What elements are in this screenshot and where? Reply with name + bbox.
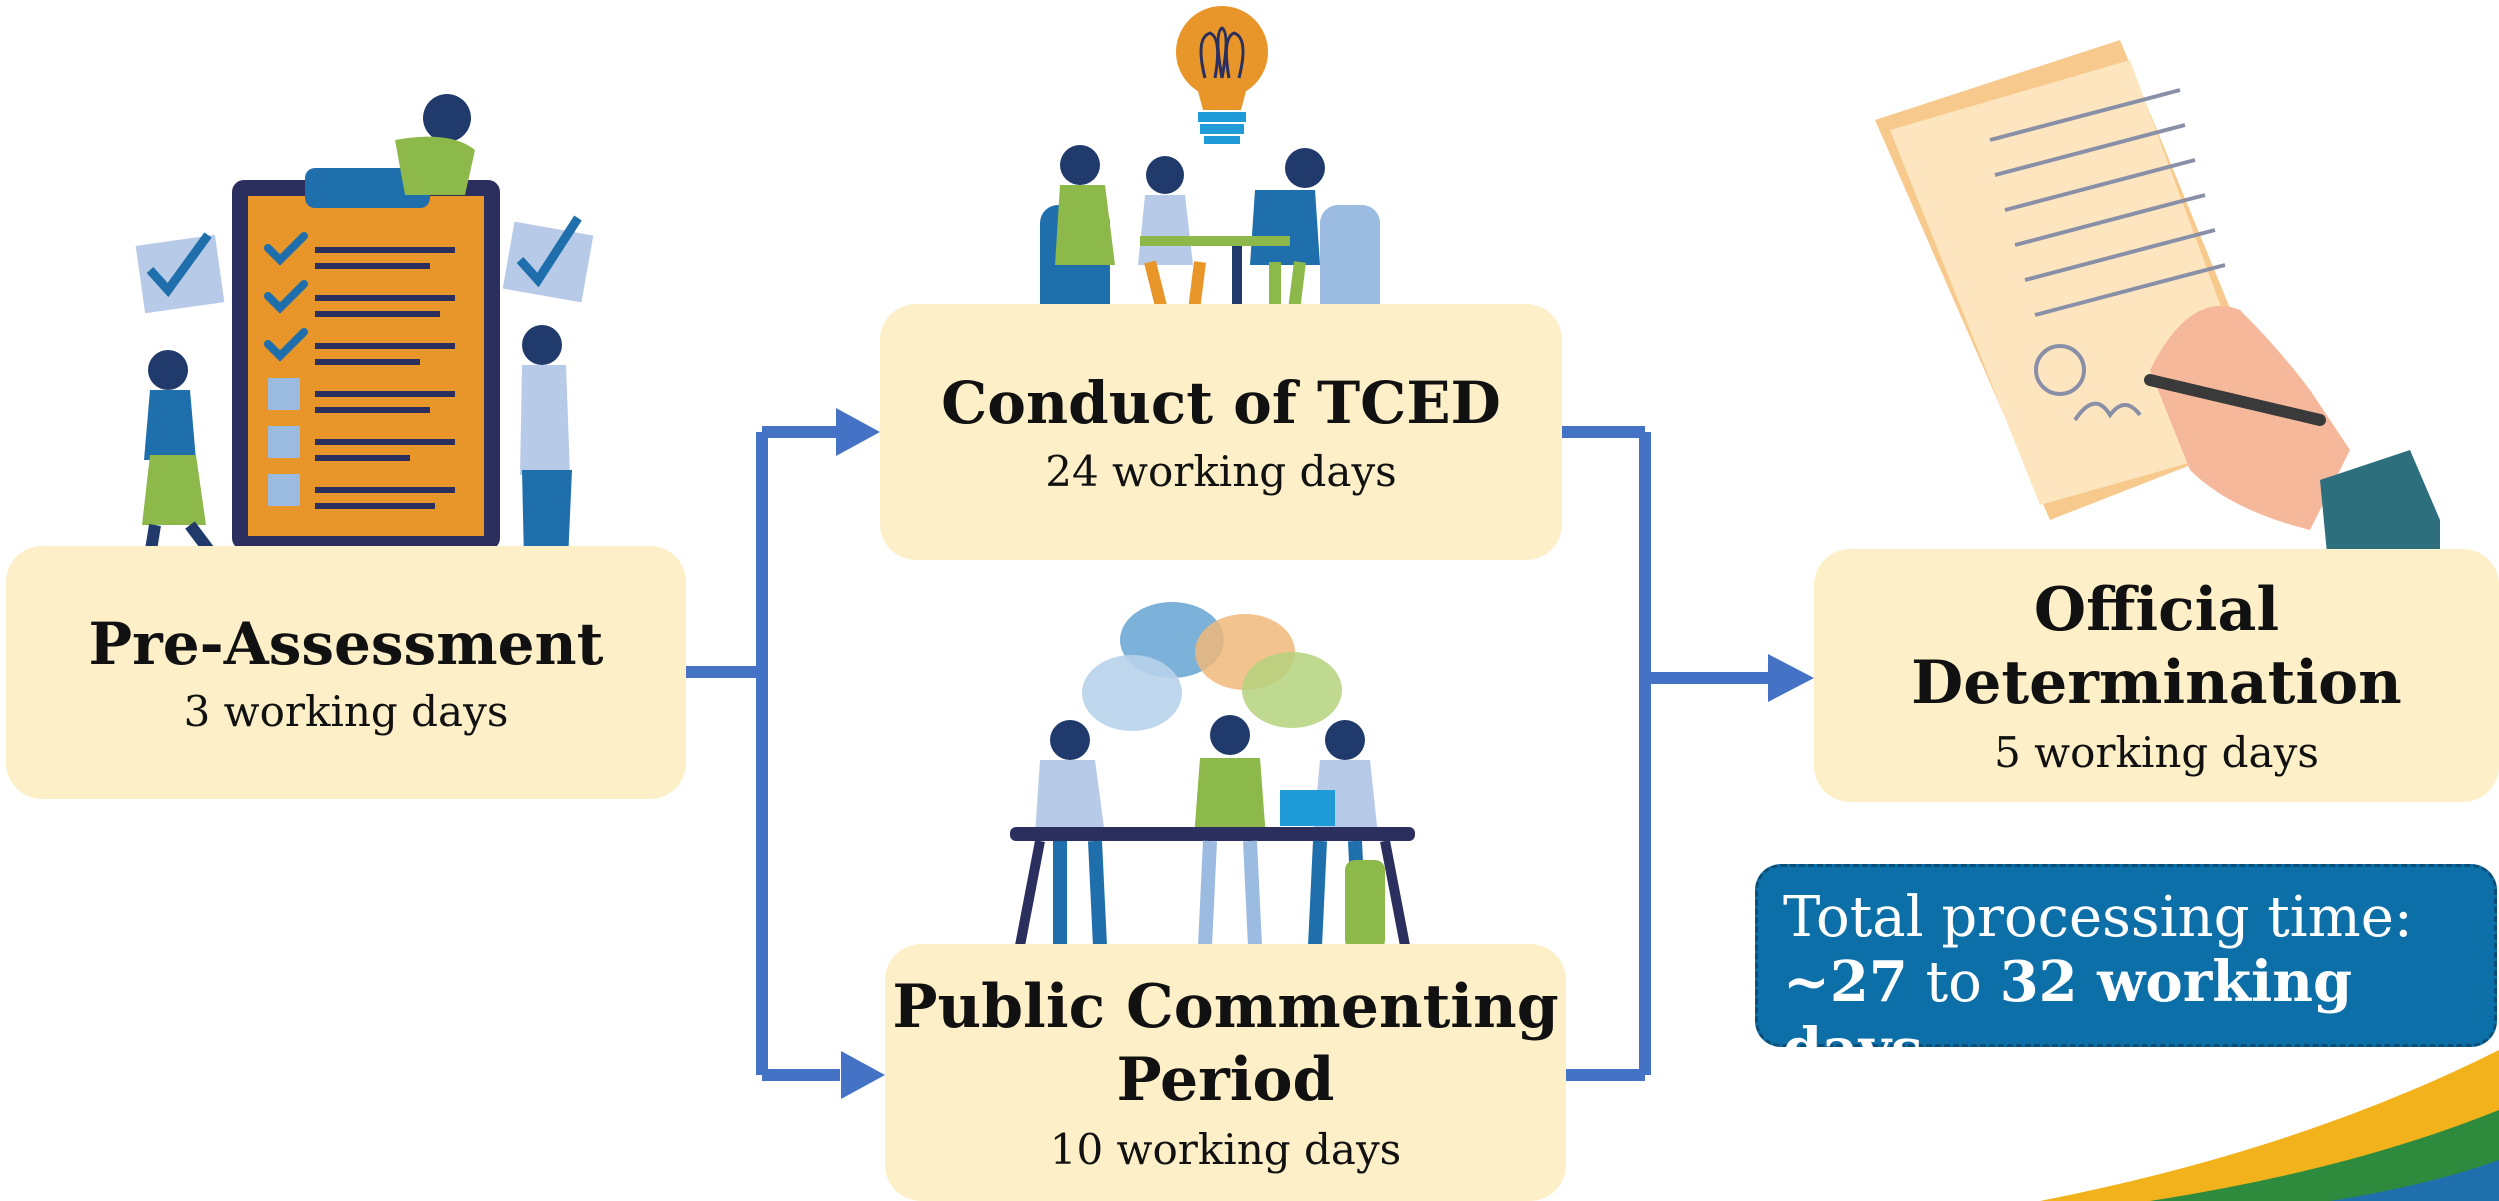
signing-document-icon xyxy=(1875,40,2440,585)
step-duration: 5 working days xyxy=(1994,728,2319,778)
step-duration: 3 working days xyxy=(183,687,509,737)
total-processing-time-box: Total processing time: ~27 to 32 working… xyxy=(1755,864,2497,1082)
arrowhead-tced xyxy=(836,408,880,456)
flow-arrowheads xyxy=(836,408,1814,1099)
step-conduct-tced: Conduct of TCED 24 working days xyxy=(880,304,1562,560)
arrowhead-official xyxy=(1768,654,1814,702)
step-title: Pre-Assessment xyxy=(88,609,604,678)
arrowhead-public xyxy=(841,1051,885,1099)
step-pre-assessment: Pre-Assessment 3 working days xyxy=(6,546,686,799)
total-range-low: ~27 xyxy=(1783,948,1908,1015)
step-official-determination: Official Determination 5 working days xyxy=(1814,549,2499,802)
checklist-people-icon xyxy=(135,94,594,576)
discussion-bubbles-icon xyxy=(1010,602,1415,957)
total-range: ~27 to 32 working days xyxy=(1783,949,2494,1083)
lightbulb-icon xyxy=(1176,6,1268,144)
step-title-line1: Official xyxy=(2033,574,2280,645)
step-title-line2: Period xyxy=(1116,1045,1335,1115)
total-range-connector: to xyxy=(1925,949,1982,1015)
corner-decoration xyxy=(2040,1050,2499,1201)
step-duration: 10 working days xyxy=(1049,1125,1402,1175)
total-label: Total processing time: xyxy=(1783,885,2413,950)
step-title: Conduct of TCED xyxy=(941,369,1501,438)
step-duration: 24 working days xyxy=(1045,446,1397,496)
step-public-commenting: Public Commenting Period 10 working days xyxy=(885,944,1566,1201)
total-range-high: 32 working days xyxy=(1783,948,2353,1082)
step-title-line2: Determination xyxy=(1911,648,2402,718)
flow-connectors xyxy=(686,426,1770,1081)
step-title: Official Determination xyxy=(1911,574,2402,720)
step-title-line1: Public Commenting xyxy=(892,971,1559,1042)
step-title: Public Commenting Period xyxy=(892,971,1558,1117)
